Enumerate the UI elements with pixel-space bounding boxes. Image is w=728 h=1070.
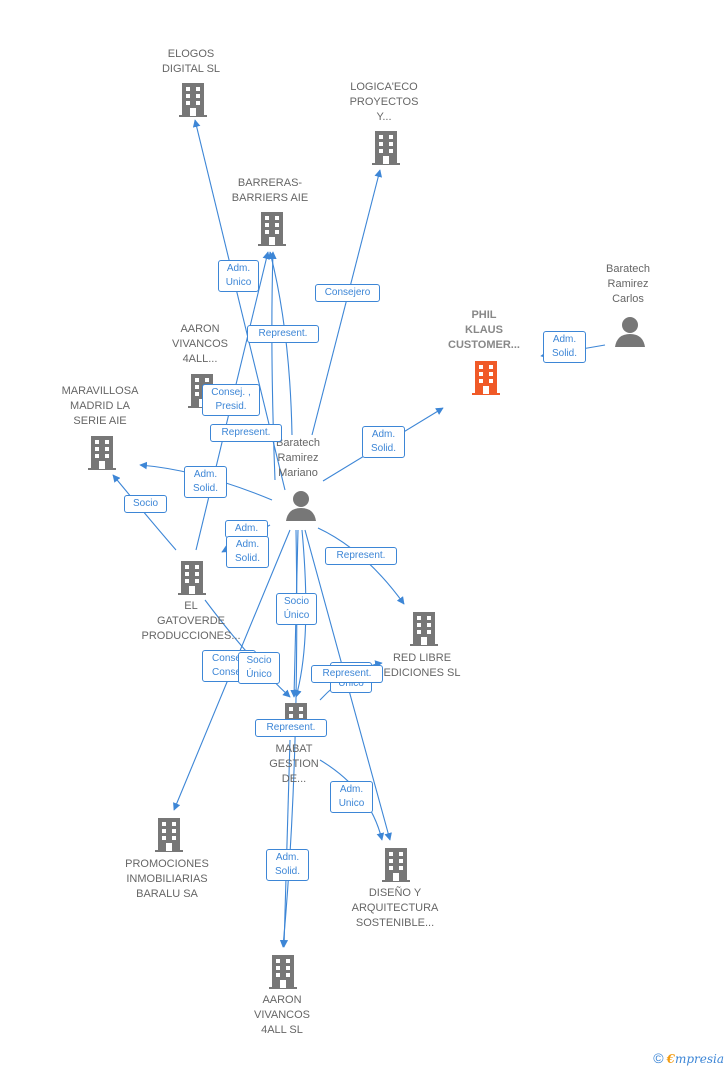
building-icon[interactable] [177,83,209,117]
node-label: DIGITAL SL [161,63,221,75]
building-icon[interactable] [256,212,288,246]
node-label: AARON [180,323,220,335]
node-label: VIVANCOS [253,1009,311,1021]
edge-label-adm-unico[interactable]: Adm.Unico [330,781,373,813]
node-label: MADRID LA [70,400,130,412]
brand-initial: € [666,1052,675,1066]
brand-name: mpresia [674,1052,724,1066]
edge-label-adm-solid[interactable]: Adm.Solid. [266,849,309,881]
node-label: CUSTOMER... [448,339,520,351]
node-label: INMOBILIARIAS [126,873,208,885]
node-label: BARRERAS- [237,177,303,189]
node-label: AARON [262,994,302,1006]
edge-label-represent[interactable]: Represent. [247,325,319,343]
node-label: BARRIERS AIE [231,192,309,204]
node-label: BARALU SA [136,888,198,900]
node-aaron4all[interactable]: AARON VIVANCOS 4ALL... [160,322,240,367]
edge-label-represent[interactable]: Represent. [311,665,383,683]
edge-mariano-red [317,527,405,605]
node-label: Ramirez [607,278,649,290]
building-icon[interactable] [380,848,412,882]
node-gatoverde[interactable]: EL GATOVERDE PRODUCCIONES... [130,599,252,644]
edge-mariano-aaron-sl [279,529,298,948]
node-label: 4ALL SL [261,1024,303,1036]
empresia-logo: ©€mpresia [653,1050,724,1066]
node-label: Baratech [605,263,651,275]
node-logica[interactable]: LOGICA'ECO PROYECTOS Y... [334,80,434,125]
node-barreras[interactable]: BARRERAS- BARRIERS AIE [220,176,320,206]
node-label: Ramirez [277,452,319,464]
node-baratech-mariano[interactable]: Baratech Ramirez Mariano [258,436,338,481]
node-label: GATOVERDE [156,615,226,627]
node-label: EL [184,600,198,612]
edge-label-adm-solid[interactable]: Adm.Solid. [184,466,227,498]
node-label: VIVANCOS [171,338,229,350]
node-label: Baratech [275,437,321,449]
building-icon[interactable] [153,818,185,852]
node-label: LOGICA'ECO [350,81,418,93]
node-label: Mariano [278,467,318,479]
edge-label-socio[interactable]: Socio [124,495,167,513]
edge-label-adm-solid[interactable]: Adm.Solid. [543,331,586,363]
edge-label-consejero[interactable]: Consejero [315,284,380,302]
edge-label-adm-unico[interactable]: Adm.Unico [218,260,259,292]
edge-label-adm-solid[interactable]: Adm.Solid. [226,536,269,568]
building-icon[interactable] [470,361,502,395]
building-icon[interactable] [267,955,299,989]
node-label: GESTION [269,758,319,770]
person-icon[interactable] [614,316,646,348]
node-label: EDICIONES SL [383,667,461,679]
edge-label-represent[interactable]: Represent. [325,547,397,565]
node-label: PRODUCCIONES... [141,630,241,642]
node-label: Carlos [612,293,644,305]
edge-mariano-mabat-2 [294,529,307,698]
edge-mariano-logica [311,169,383,436]
node-label: PHIL [471,309,497,321]
person-icon[interactable] [285,490,317,522]
building-icon[interactable] [86,436,118,470]
edge-gato-maravillosa [112,474,177,551]
node-phil[interactable]: PHIL KLAUS CUSTOMER... [434,308,534,353]
node-label: PROMOCIONES [125,858,209,870]
building-icon[interactable] [408,612,440,646]
node-redlibre[interactable]: RED LIBRE EDICIONES SL [372,651,472,681]
node-label: KLAUS [465,324,503,336]
edge-label-consej-presid[interactable]: Consej. ,Presid. [202,384,260,416]
node-label: MABAT [275,743,313,755]
node-label: MARAVILLOSA [61,385,139,397]
edge-mabat-aaron-sl [280,739,291,948]
node-label: SERIE AIE [73,415,127,427]
node-label: ARQUITECTURA [351,902,439,914]
node-mabat[interactable]: MABAT GESTION DE... [254,742,334,787]
node-label: PROYECTOS [349,96,419,108]
node-elogos[interactable]: ELOGOS DIGITAL SL [143,47,239,77]
edge-label-represent[interactable]: Represent. [210,424,282,442]
node-maravillosa[interactable]: MARAVILLOSA MADRID LA SERIE AIE [50,384,150,429]
node-label: ELOGOS [167,48,215,60]
node-label: DISEÑO Y [368,887,422,899]
node-aaron-sl[interactable]: AARON VIVANCOS 4ALL SL [242,993,322,1038]
node-label: 4ALL... [182,353,218,365]
copyright-icon: © [653,1050,664,1066]
node-promociones[interactable]: PROMOCIONES INMOBILIARIAS BARALU SA [112,857,222,902]
node-label: Y... [376,111,392,123]
node-diseno[interactable]: DISEÑO Y ARQUITECTURA SOSTENIBLE... [340,886,450,931]
edge-label-adm-solid[interactable]: Adm.Solid. [362,426,405,458]
edge-label-represent[interactable]: Represent. [255,719,327,737]
building-icon[interactable] [176,561,208,595]
node-baratech-carlos[interactable]: Baratech Ramirez Carlos [588,262,668,307]
edge-aaron4all-barreras [268,251,277,481]
node-label: SOSTENIBLE... [355,917,435,929]
node-label: RED LIBRE [392,652,452,664]
node-label: DE... [281,773,307,785]
building-icon[interactable] [370,131,402,165]
